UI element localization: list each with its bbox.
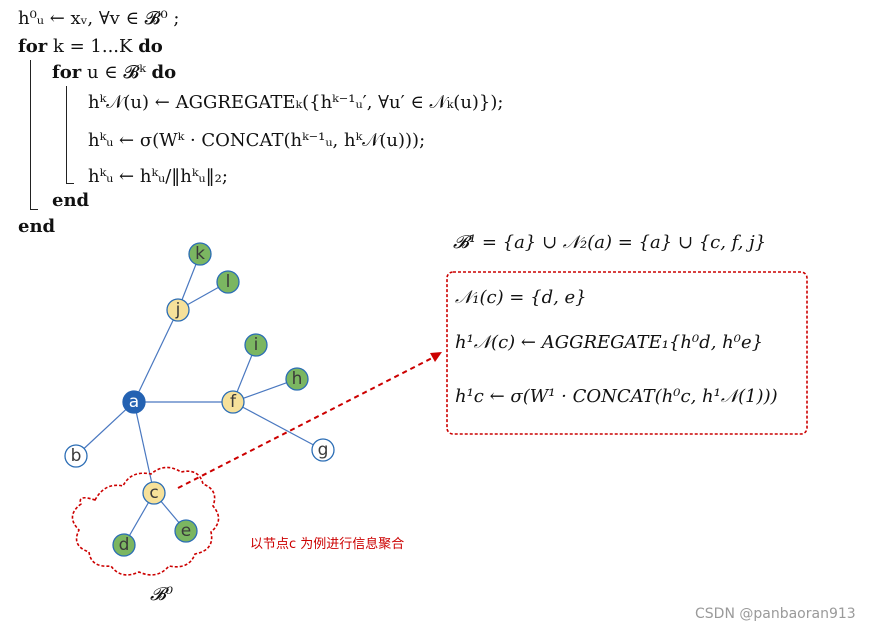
watermark: CSDN @panbaoran913: [695, 606, 856, 622]
node-circle-i: [244, 333, 268, 357]
node-label-e: e: [181, 521, 191, 541]
algo-line-init: h⁰ᵤ ← xᵥ, ∀v ∈ 𝓑⁰ ;: [18, 8, 180, 29]
propagation-arrow-head: [430, 352, 442, 362]
node-label-a: a: [129, 392, 139, 412]
graph-nodes: k l j i h a f g b c d e: [64, 242, 335, 557]
edge-j-a: [133, 309, 179, 403]
algo-line-end-outer: end: [18, 216, 56, 237]
node-l: l: [216, 270, 240, 294]
keyword-for: for: [18, 36, 48, 57]
node-circle-j: [166, 298, 190, 322]
node-label-c: c: [149, 483, 158, 503]
node-circle-k: [188, 242, 212, 266]
keyword-do: do: [138, 36, 163, 57]
keyword-do: do: [151, 62, 177, 83]
node-label-b: b: [71, 446, 82, 466]
graph-edges: [75, 253, 324, 546]
node-circle-e: [174, 519, 198, 543]
node-d: d: [112, 533, 136, 557]
node-label-j: j: [175, 300, 181, 320]
loop-set: u ∈ 𝓑ᵏ: [86, 62, 146, 83]
node-label-k: k: [195, 244, 205, 264]
algorithm-block: h⁰ᵤ ← xᵥ, ∀v ∈ 𝓑⁰ ; for k = 1...K do for…: [0, 0, 560, 240]
algo-line-aggregate: hᵏ𝒩(u) ← AGGREGATEₖ({hᵏ⁻¹ᵤ′, ∀u′ ∈ 𝒩ₖ(u)…: [88, 92, 504, 113]
edge-a-c: [133, 401, 155, 494]
b0-label: 𝓑⁰: [150, 584, 174, 605]
algo-line-normalize: hᵏᵤ ← hᵏᵤ/‖hᵏᵤ‖₂;: [88, 166, 228, 187]
algo-line-concat: hᵏᵤ ← σ(Wᵏ · CONCAT(hᵏ⁻¹ᵤ, hᵏ𝒩(u)));: [88, 130, 426, 151]
node-label-l: l: [226, 272, 231, 292]
node-label-i: i: [254, 335, 259, 355]
node-label-g: g: [318, 440, 329, 460]
node-circle-g: [311, 438, 335, 462]
node-circle-a: [122, 390, 146, 414]
algo-line-outer-for: for k = 1...K do: [18, 36, 163, 58]
node-i: i: [244, 333, 268, 357]
loop-range: k = 1...K: [52, 36, 133, 57]
inner-loop-bar: [66, 86, 67, 184]
algo-line-inner-for: for u ∈ 𝓑ᵏ do: [52, 62, 176, 84]
node-e: e: [174, 519, 198, 543]
b0-cloud-boundary: [71, 466, 220, 576]
outer-loop-bar: [30, 60, 31, 210]
node-h: h: [285, 367, 309, 391]
node-f: f: [221, 390, 245, 414]
node-circle-h: [285, 367, 309, 391]
node-circle-f: [221, 390, 245, 414]
aggregation-caption: 以节点c 为例进行信息聚合: [250, 537, 405, 552]
node-k: k: [188, 242, 212, 266]
node-label-d: d: [119, 535, 130, 555]
node-label-f: f: [230, 392, 237, 412]
propagation-arrow: [177, 355, 437, 489]
outer-loop-tick: [30, 209, 38, 210]
box-neighborhood: 𝒩₁(c) = {d, e}: [455, 287, 587, 308]
b1-equation: 𝓑¹ = {a} ∪ 𝒩₂(a) = {a} ∪ {c, f, j}: [453, 232, 767, 253]
box-update: h¹c ← σ(W¹ · CONCAT(h⁰c, h¹𝒩(1))): [455, 386, 778, 407]
node-label-h: h: [292, 369, 303, 389]
aggregation-box: [446, 271, 808, 435]
node-j: j: [166, 298, 190, 322]
node-circle-d: [112, 533, 136, 557]
node-circle-c: [142, 481, 166, 505]
node-b: b: [64, 444, 88, 468]
keyword-for: for: [52, 62, 82, 83]
node-circle-b: [64, 444, 88, 468]
node-c: c: [142, 481, 166, 505]
node-circle-l: [216, 270, 240, 294]
node-g: g: [311, 438, 335, 462]
node-a: a: [122, 390, 146, 414]
inner-loop-tick: [66, 183, 74, 184]
edge-f-g: [232, 401, 324, 451]
algo-line-end-inner: end: [52, 190, 90, 211]
edge-a-b: [75, 401, 135, 457]
box-aggregate: h¹𝒩(c) ← AGGREGATE₁{h⁰d, h⁰e}: [455, 332, 764, 353]
